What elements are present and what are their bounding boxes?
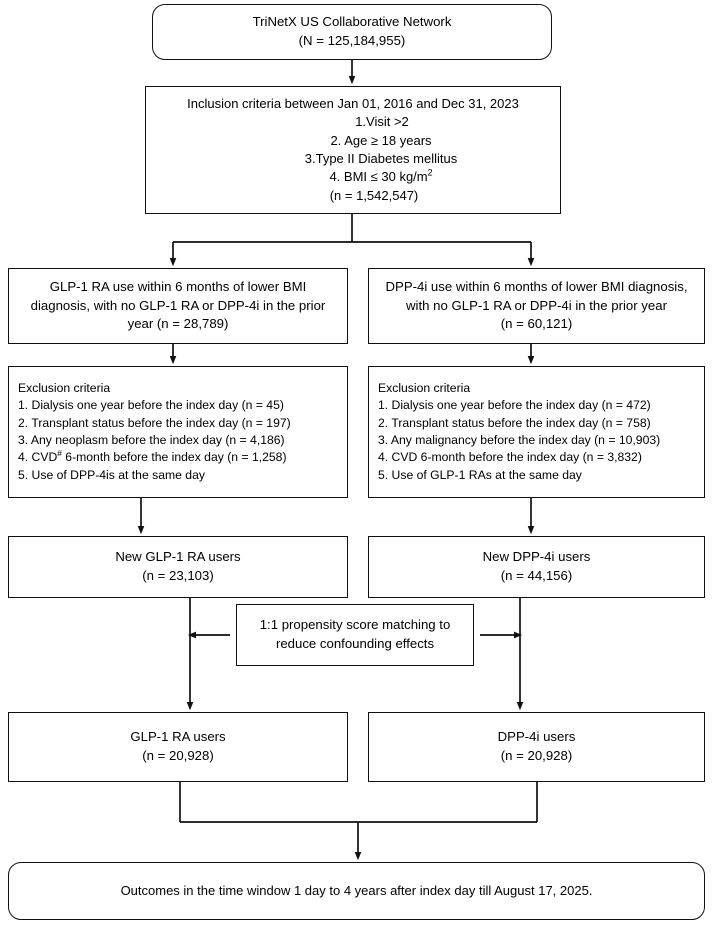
connector-inclusion-split [169, 214, 535, 267]
dpp4i-cohort-line-2: with no GLP-1 RA or DPP-4i in the prior … [406, 297, 667, 313]
new-dpp4i-users-label: New DPP-4i users [482, 549, 591, 565]
dpp4i-exclusion-heading: Exclusion criteria [378, 381, 471, 396]
connector-matching-right [480, 598, 523, 639]
inclusion-criterion-4-text: 4. BMI ≤ 30 kg/m [329, 169, 428, 185]
matched-dpp4i-users-count: (n = 20,928) [500, 748, 573, 763]
node-new-glp1-users: New GLP-1 RA users (n = 23,103) [8, 536, 348, 598]
glp1-exclusion-item-5: 5. Use of DPP-4is at the same day [18, 467, 205, 482]
inclusion-criterion-4: 4. BMI ≤ 30 kg/m2 [273, 168, 432, 186]
new-glp1-users-count: (n = 23,103) [142, 568, 214, 583]
new-dpp4i-users-count: (n = 44,156) [500, 568, 573, 583]
inclusion-criterion-3: 3.Type II Diabetes mellitus [304, 151, 458, 166]
inclusion-count: (n = 1,542,547) [329, 187, 419, 203]
glp1-exclusion-item-4: 4. CVD# 6-month before the index day (n … [18, 449, 287, 466]
dpp4i-cohort-line-3: (n = 60,121) [500, 316, 573, 332]
node-glp1-exclusion-criteria: Exclusion criteria 1. Dialysis one year … [8, 366, 348, 498]
matched-glp1-users-label: GLP-1 RA users [130, 729, 226, 745]
inclusion-heading: Inclusion criteria between Jan 01, 2016 … [187, 95, 519, 111]
outcomes-label: Outcomes in the time window 1 day to 4 y… [120, 882, 593, 898]
node-dpp4i-exclusion-criteria: Exclusion criteria 1. Dialysis one year … [368, 366, 705, 498]
glp1-exclusion-item-1: 1. Dialysis one year before the index da… [18, 398, 284, 413]
glp1-cohort-line-3: year (n = 28,789) [127, 316, 229, 332]
glp1-exclusion-item-4-prefix: 4. CVD [18, 450, 58, 465]
matched-glp1-users-count: (n = 20,928) [142, 748, 214, 763]
node-inclusion-criteria: Inclusion criteria between Jan 01, 2016 … [145, 86, 561, 214]
connector-matching-left [187, 598, 230, 639]
node-outcomes: Outcomes in the time window 1 day to 4 y… [8, 862, 705, 920]
new-glp1-users-label: New GLP-1 RA users [115, 549, 241, 565]
inclusion-criterion-4-superscript: 2 [427, 168, 433, 179]
node-glp1-cohort: GLP-1 RA use within 6 months of lower BM… [8, 268, 348, 344]
glp1-exclusion-item-4-suffix: 6-month before the index day (n = 1,258) [61, 450, 287, 465]
matching-line-1: 1:1 propensity score matching to [259, 617, 451, 633]
matched-dpp4i-users-label: DPP-4i users [497, 729, 576, 745]
node-new-dpp4i-users: New DPP-4i users (n = 44,156) [368, 536, 705, 598]
node-matched-dpp4i-users: DPP-4i users (n = 20,928) [368, 712, 705, 782]
glp1-exclusion-item-4-superscript: # [57, 448, 62, 459]
node-matched-glp1-users: GLP-1 RA users (n = 20,928) [8, 712, 348, 782]
connector-merge-to-outcomes [179, 782, 538, 861]
glp1-exclusion-item-2: 2. Transplant status before the index da… [18, 415, 291, 430]
dpp4i-exclusion-item-1: 1. Dialysis one year before the index da… [378, 398, 651, 413]
dpp4i-exclusion-item-4: 4. CVD 6-month before the index day (n =… [378, 450, 642, 465]
data-source-count: (N = 125,184,955) [298, 33, 406, 48]
inclusion-criterion-2: 2. Age ≥ 18 years [330, 132, 432, 148]
glp1-exclusion-heading: Exclusion criteria [18, 381, 111, 396]
glp1-cohort-line-1: GLP-1 RA use within 6 months of lower BM… [49, 278, 307, 294]
dpp4i-exclusion-item-5: 5. Use of GLP-1 RAs at the same day [378, 467, 582, 482]
node-dpp4i-cohort: DPP-4i use within 6 months of lower BMI … [368, 268, 705, 344]
dpp4i-exclusion-item-2: 2. Transplant status before the index da… [378, 415, 651, 430]
dpp4i-exclusion-item-3: 3. Any malignancy before the index day (… [378, 433, 661, 447]
glp1-cohort-line-2: diagnosis, with no GLP-1 RA or DPP-4i in… [30, 297, 326, 313]
node-data-source: TriNetX US Collaborative Network (N = 12… [152, 4, 552, 60]
node-propensity-score-matching: 1:1 propensity score matching to reduce … [236, 604, 474, 666]
dpp4i-cohort-line-1: DPP-4i use within 6 months of lower BMI … [385, 278, 688, 294]
matching-line-2: reduce confounding effects [275, 636, 435, 651]
data-source-label: TriNetX US Collaborative Network [252, 14, 452, 30]
glp1-exclusion-item-3: 3. Any neoplasm before the index day (n … [18, 433, 285, 447]
inclusion-criterion-1: 1.Visit >2 [355, 114, 409, 130]
